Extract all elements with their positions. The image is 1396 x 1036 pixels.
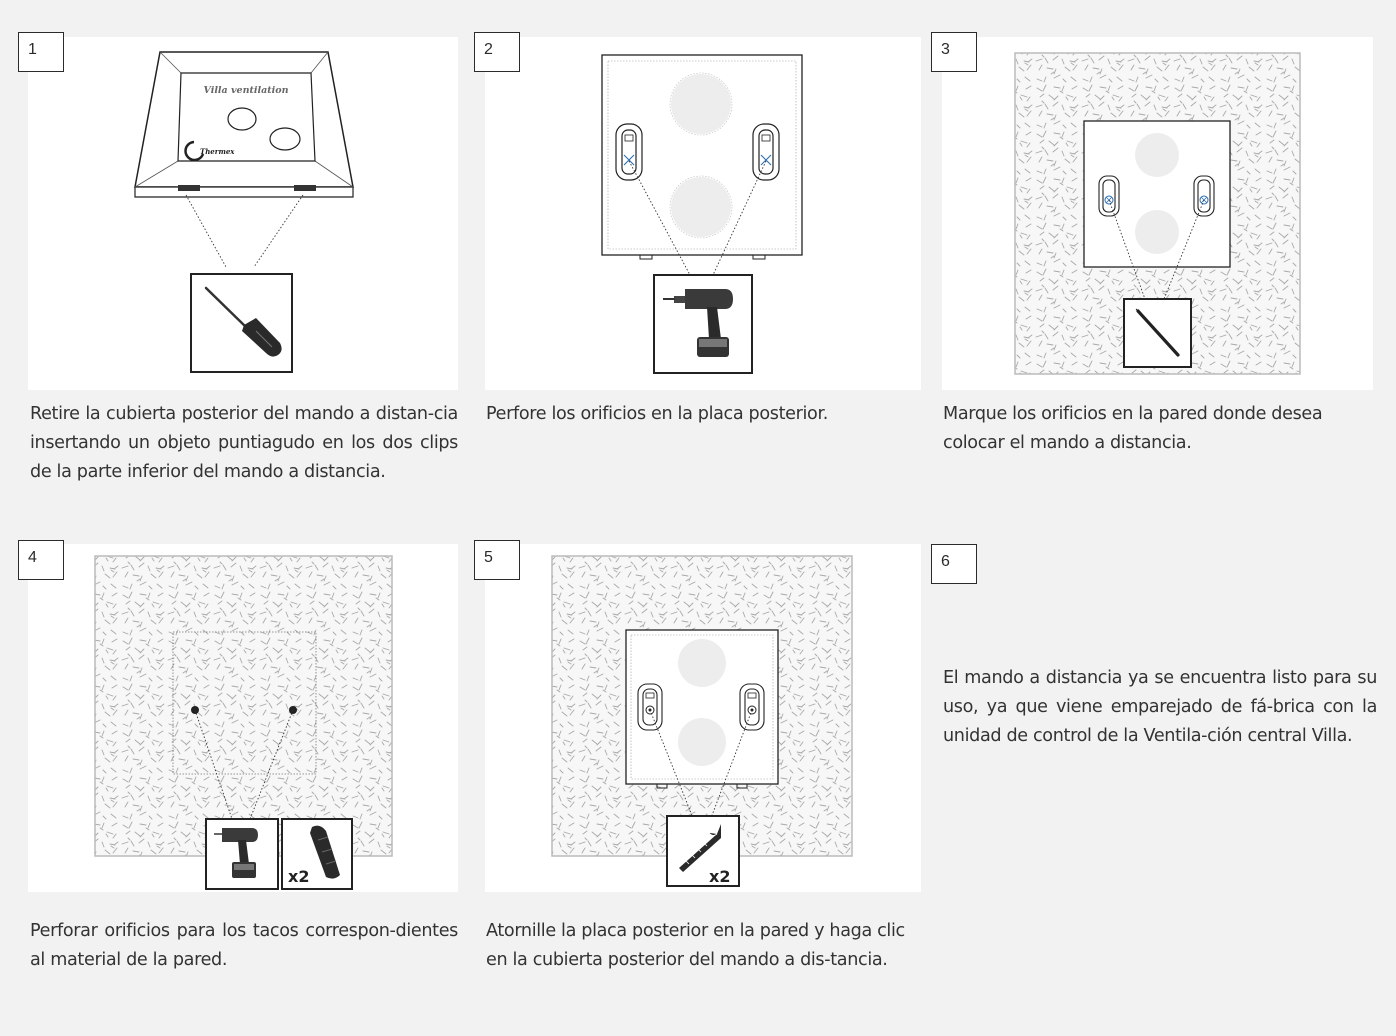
step-5-number: 5 [474,540,520,580]
screw-icon [679,824,721,872]
step-5-illustration: x2 [551,555,853,887]
step-4-caption: Perforar orificios para los tacos corres… [30,921,458,970]
step-3-number: 3 [931,32,977,72]
step-6-number: 6 [931,544,977,584]
step-5-caption: Atornille la placa posterior en la pared… [486,921,905,970]
step-4-panel: x2 [28,544,458,892]
pencil-icon [1135,308,1180,357]
plug-multiplier-text: x2 [288,867,309,886]
step-2-caption: Perfore los orificios en la placa poster… [486,404,828,424]
device-logo-text: Thermex [200,147,235,156]
step-2-panel [485,37,921,390]
step-5-panel: x2 [485,544,921,892]
screw-multiplier-text: x2 [709,867,730,886]
step-2-illustration [601,54,803,374]
step-4-number: 4 [18,540,64,580]
step-2-number: 2 [474,32,520,72]
step-1-caption: Retire la cubierta posterior del mando a… [30,404,458,482]
drill-icon [214,828,258,878]
drill-icon [663,289,733,357]
step-3-caption: Marque los orificios en la pared donde d… [943,404,1323,453]
wall-plug-icon [310,825,340,879]
step-3-illustration [1014,52,1301,375]
step-1-number: 1 [18,32,64,72]
screwdriver-icon [204,286,282,357]
step-6-caption: El mando a distancia ya se encuentra lis… [943,668,1377,746]
device-brand-text: Villa ventilation [204,85,289,96]
step-3-panel [942,37,1373,390]
step-4-illustration: x2 [94,555,393,890]
step-1-illustration: Villa ventilation Thermex [134,51,354,373]
step-1-panel: Villa ventilation Thermex [28,37,458,390]
